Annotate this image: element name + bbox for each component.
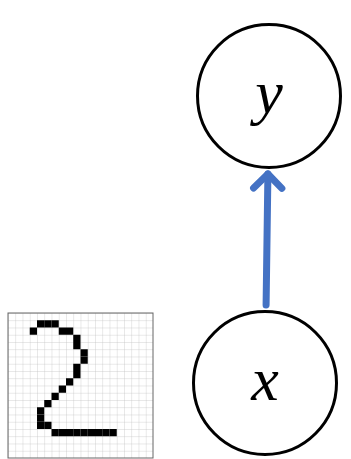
arrow-head [254, 174, 282, 188]
pixel [73, 364, 80, 371]
pixel [44, 400, 51, 407]
pixel [110, 429, 117, 436]
variable-circle: y [196, 23, 342, 169]
pixel [73, 429, 80, 436]
pixel [30, 328, 37, 335]
pixel [37, 320, 44, 327]
pixel [59, 386, 66, 393]
pixel [44, 422, 51, 429]
pixel [52, 429, 59, 436]
pixel [59, 328, 66, 335]
pixel [81, 349, 88, 356]
pixel [44, 320, 51, 327]
pixel [73, 342, 80, 349]
digit-pixels [30, 320, 117, 436]
pixel-grid [8, 313, 153, 458]
pixel [37, 415, 44, 422]
pixel [59, 429, 66, 436]
pixel [52, 393, 59, 400]
pixel [37, 422, 44, 429]
pixel [52, 320, 59, 327]
pixel [37, 407, 44, 414]
pixel [88, 429, 95, 436]
pixel [66, 429, 73, 436]
pixel [73, 335, 80, 342]
pixel [102, 429, 109, 436]
connector-line [266, 174, 268, 305]
variable-label: y [255, 61, 283, 131]
variable-label: x [251, 348, 279, 418]
pixel [81, 357, 88, 364]
pixel [81, 429, 88, 436]
variable-circle: x [192, 310, 338, 456]
arrow-connector [254, 174, 282, 305]
pixel [73, 371, 80, 378]
pixel [66, 378, 73, 385]
pixel [95, 429, 102, 436]
pixel [66, 328, 73, 335]
